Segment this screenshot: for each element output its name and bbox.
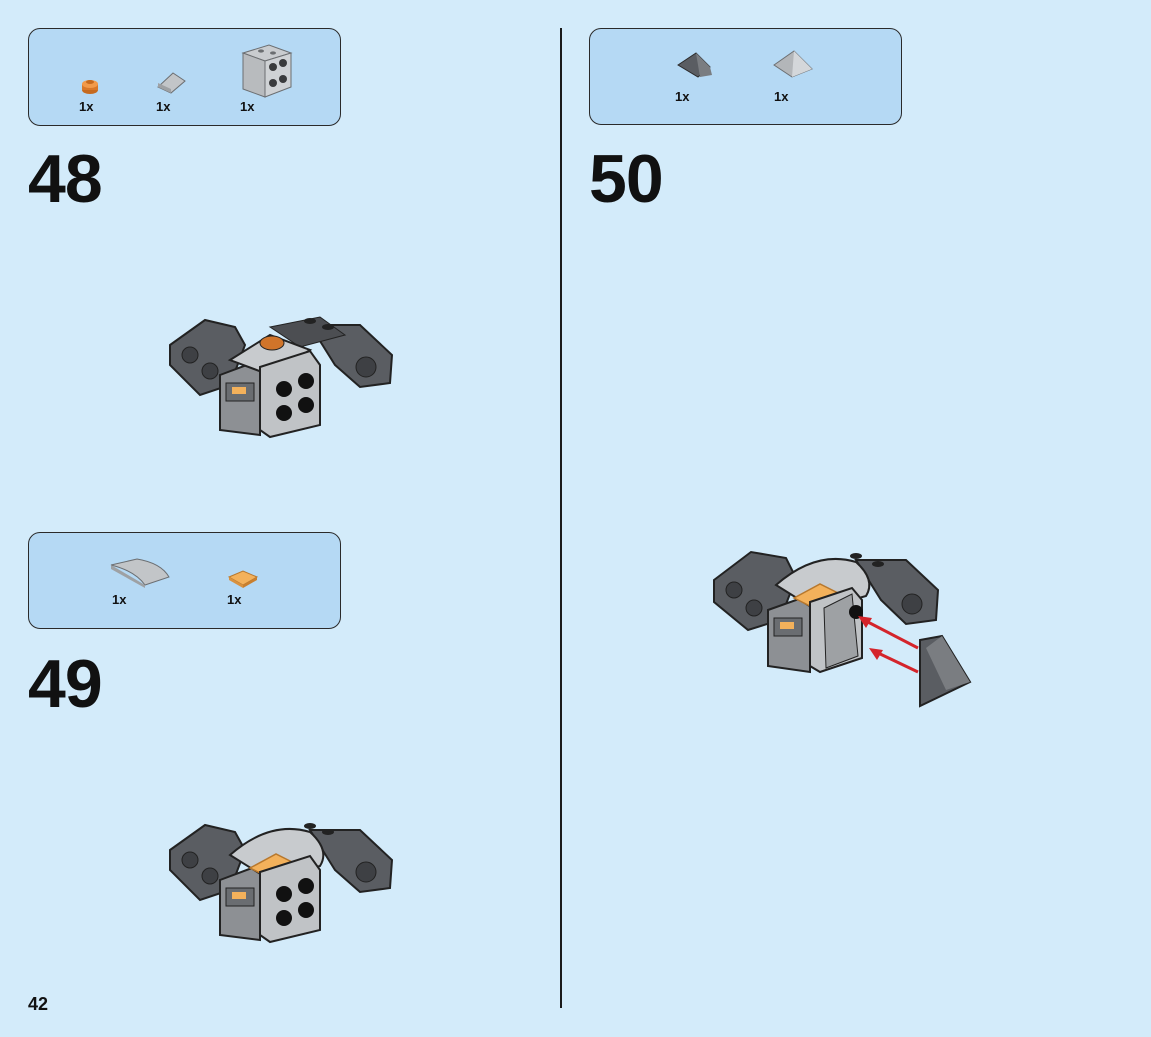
grey-slope-icon xyxy=(157,72,186,94)
step-number: 48 xyxy=(28,141,103,217)
part-quantity: 1x xyxy=(240,99,255,114)
grey-bracket-icon xyxy=(241,44,293,98)
part-quantity: 1x xyxy=(227,592,242,607)
grey-pyramid-slope-icon xyxy=(773,50,813,78)
page-number: 42 xyxy=(28,994,49,1014)
parts-box-step-50: 1x 1x xyxy=(589,28,902,125)
step-50-model xyxy=(713,550,972,708)
grey-curved-slope-icon xyxy=(110,558,170,588)
dark-grey-slope-icon xyxy=(677,52,712,78)
orange-pyramid-tile-icon xyxy=(227,570,259,588)
step-49-model xyxy=(169,823,394,944)
part-quantity: 1x xyxy=(156,99,171,114)
page-divider xyxy=(560,28,562,1008)
step-48-model xyxy=(169,316,394,439)
part-quantity: 1x xyxy=(774,89,789,104)
step-number: 49 xyxy=(28,646,103,722)
part-quantity: 1x xyxy=(79,99,94,114)
step-number: 50 xyxy=(589,141,664,217)
parts-box-step-48: 1x 1x 1x xyxy=(28,28,341,126)
part-quantity: 1x xyxy=(112,592,127,607)
parts-box-step-49: 1x 1x xyxy=(28,532,341,629)
orange-round-plate-icon xyxy=(82,80,98,94)
part-quantity: 1x xyxy=(675,89,690,104)
